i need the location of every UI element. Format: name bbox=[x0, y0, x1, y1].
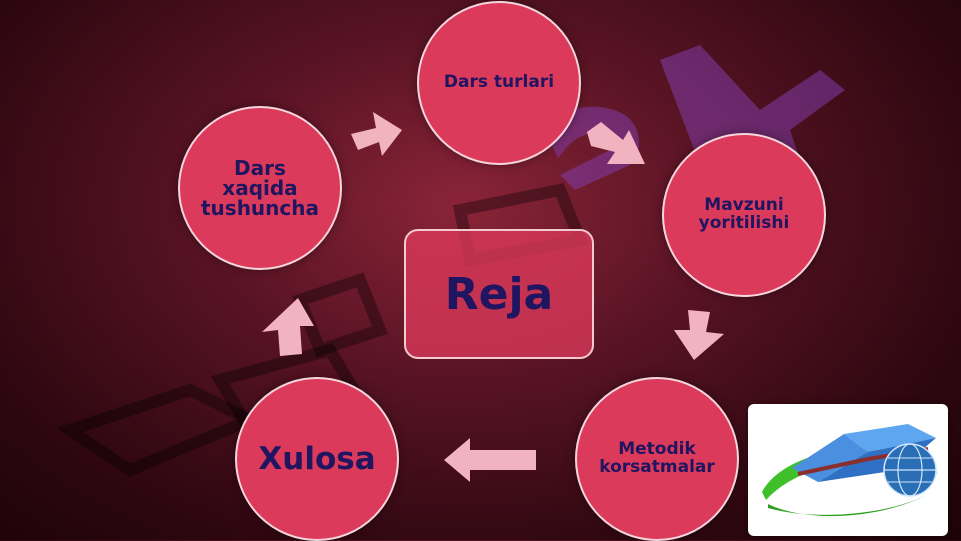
bg-shape-1 bbox=[56, 383, 265, 477]
arrow-to-mavzuni-yoritilishi bbox=[587, 122, 645, 164]
node-metodik-korsatmalar: Metodik korsatmalar bbox=[575, 377, 739, 541]
center-label: Reja bbox=[444, 268, 554, 320]
node-label-line: tushuncha bbox=[200, 196, 319, 220]
logo-card bbox=[748, 404, 948, 536]
bg-digit-2 bbox=[545, 106, 640, 190]
node-label: Dars turlari bbox=[443, 72, 555, 93]
arrow-to-metodik-korsatmalar bbox=[674, 310, 724, 360]
bg-digit-4 bbox=[660, 45, 845, 170]
node-label-line: yoritilishi bbox=[698, 213, 790, 233]
node-label: Dars xaqida tushuncha bbox=[201, 158, 319, 218]
arrow-to-dars-xaqida-tushuncha bbox=[262, 298, 314, 356]
node-dars-turlari: Dars turlari bbox=[417, 1, 581, 165]
arrow-to-xulosa bbox=[444, 438, 536, 482]
bg-shape-3 bbox=[292, 272, 388, 358]
node-xulosa: Xulosa bbox=[235, 377, 399, 541]
node-label-line: Dars bbox=[234, 156, 286, 180]
node-label-line: Mavzuni bbox=[704, 195, 784, 216]
arrow-to-dars-turlari bbox=[351, 112, 402, 156]
node-label: Metodik korsatmalar bbox=[599, 439, 715, 477]
node-label: Xulosa bbox=[258, 440, 376, 477]
node-dars-xaqida-tushuncha: Dars xaqida tushuncha bbox=[178, 106, 342, 270]
node-label: Mavzuni yoritilishi bbox=[698, 195, 790, 233]
node-label-line: korsatmalar bbox=[599, 457, 715, 477]
node-mavzuni-yoritilishi: Mavzuni yoritilishi bbox=[662, 133, 826, 297]
center-box: Reja bbox=[404, 229, 594, 359]
node-label-line: xaqida bbox=[222, 176, 298, 200]
node-label-line: Metodik bbox=[618, 439, 696, 460]
book-globe-logo-icon bbox=[762, 424, 938, 517]
